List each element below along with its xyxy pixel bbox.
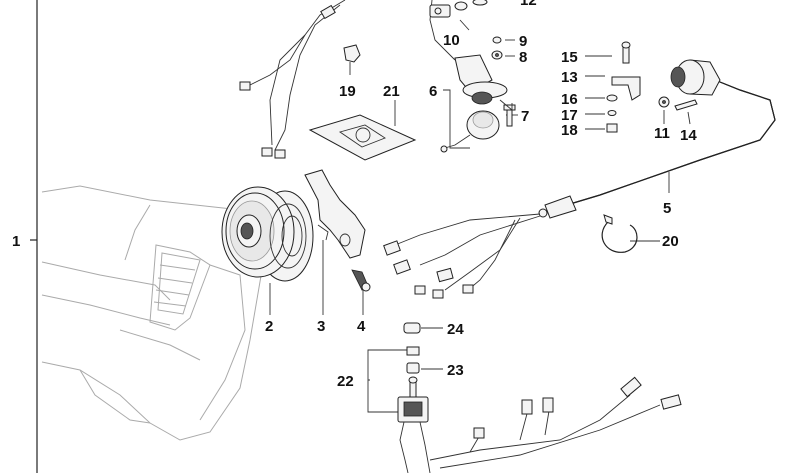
label-19: 19 <box>339 83 356 100</box>
small-parts-top <box>429 0 516 127</box>
label-15: 15 <box>561 49 578 66</box>
label-13: 13 <box>561 69 578 86</box>
label-24: 24 <box>447 321 464 338</box>
assembly-bracket-line <box>30 0 38 473</box>
clip-19 <box>343 44 361 63</box>
leader-lines <box>269 19 691 413</box>
label-23: 23 <box>447 362 464 379</box>
screw-4 <box>351 269 371 292</box>
wiring-top-left <box>239 0 346 159</box>
manual-21 <box>308 114 417 161</box>
label-9: 9 <box>519 33 527 50</box>
wiring-harness <box>383 213 541 299</box>
connector-22 <box>397 322 431 473</box>
bracket-13-parts <box>606 41 698 133</box>
label-5: 5 <box>663 200 671 217</box>
label-8: 8 <box>519 49 527 66</box>
wiring-bottom-right <box>429 376 682 469</box>
antenna-cable-5 <box>538 59 776 219</box>
label-12: 12 <box>520 0 537 9</box>
antenna-base-6 <box>429 0 508 153</box>
label-14: 14 <box>680 127 697 144</box>
bracket-3 <box>304 169 366 259</box>
label-16: 16 <box>561 91 578 108</box>
dashboard-outline <box>41 185 269 441</box>
label-6: 6 <box>429 83 437 100</box>
label-2: 2 <box>265 318 273 335</box>
label-22: 22 <box>337 373 354 390</box>
label-7: 7 <box>521 108 529 125</box>
label-17: 17 <box>561 107 578 124</box>
label-10: 10 <box>443 32 460 49</box>
label-4: 4 <box>357 318 366 335</box>
speaker-2 <box>221 186 314 282</box>
label-21: 21 <box>383 83 400 100</box>
label-3: 3 <box>317 318 325 335</box>
label-11: 11 <box>654 125 670 142</box>
label-1: 1 <box>12 233 20 250</box>
label-20: 20 <box>662 233 679 250</box>
clamp-20 <box>601 214 638 253</box>
label-18: 18 <box>561 122 578 139</box>
